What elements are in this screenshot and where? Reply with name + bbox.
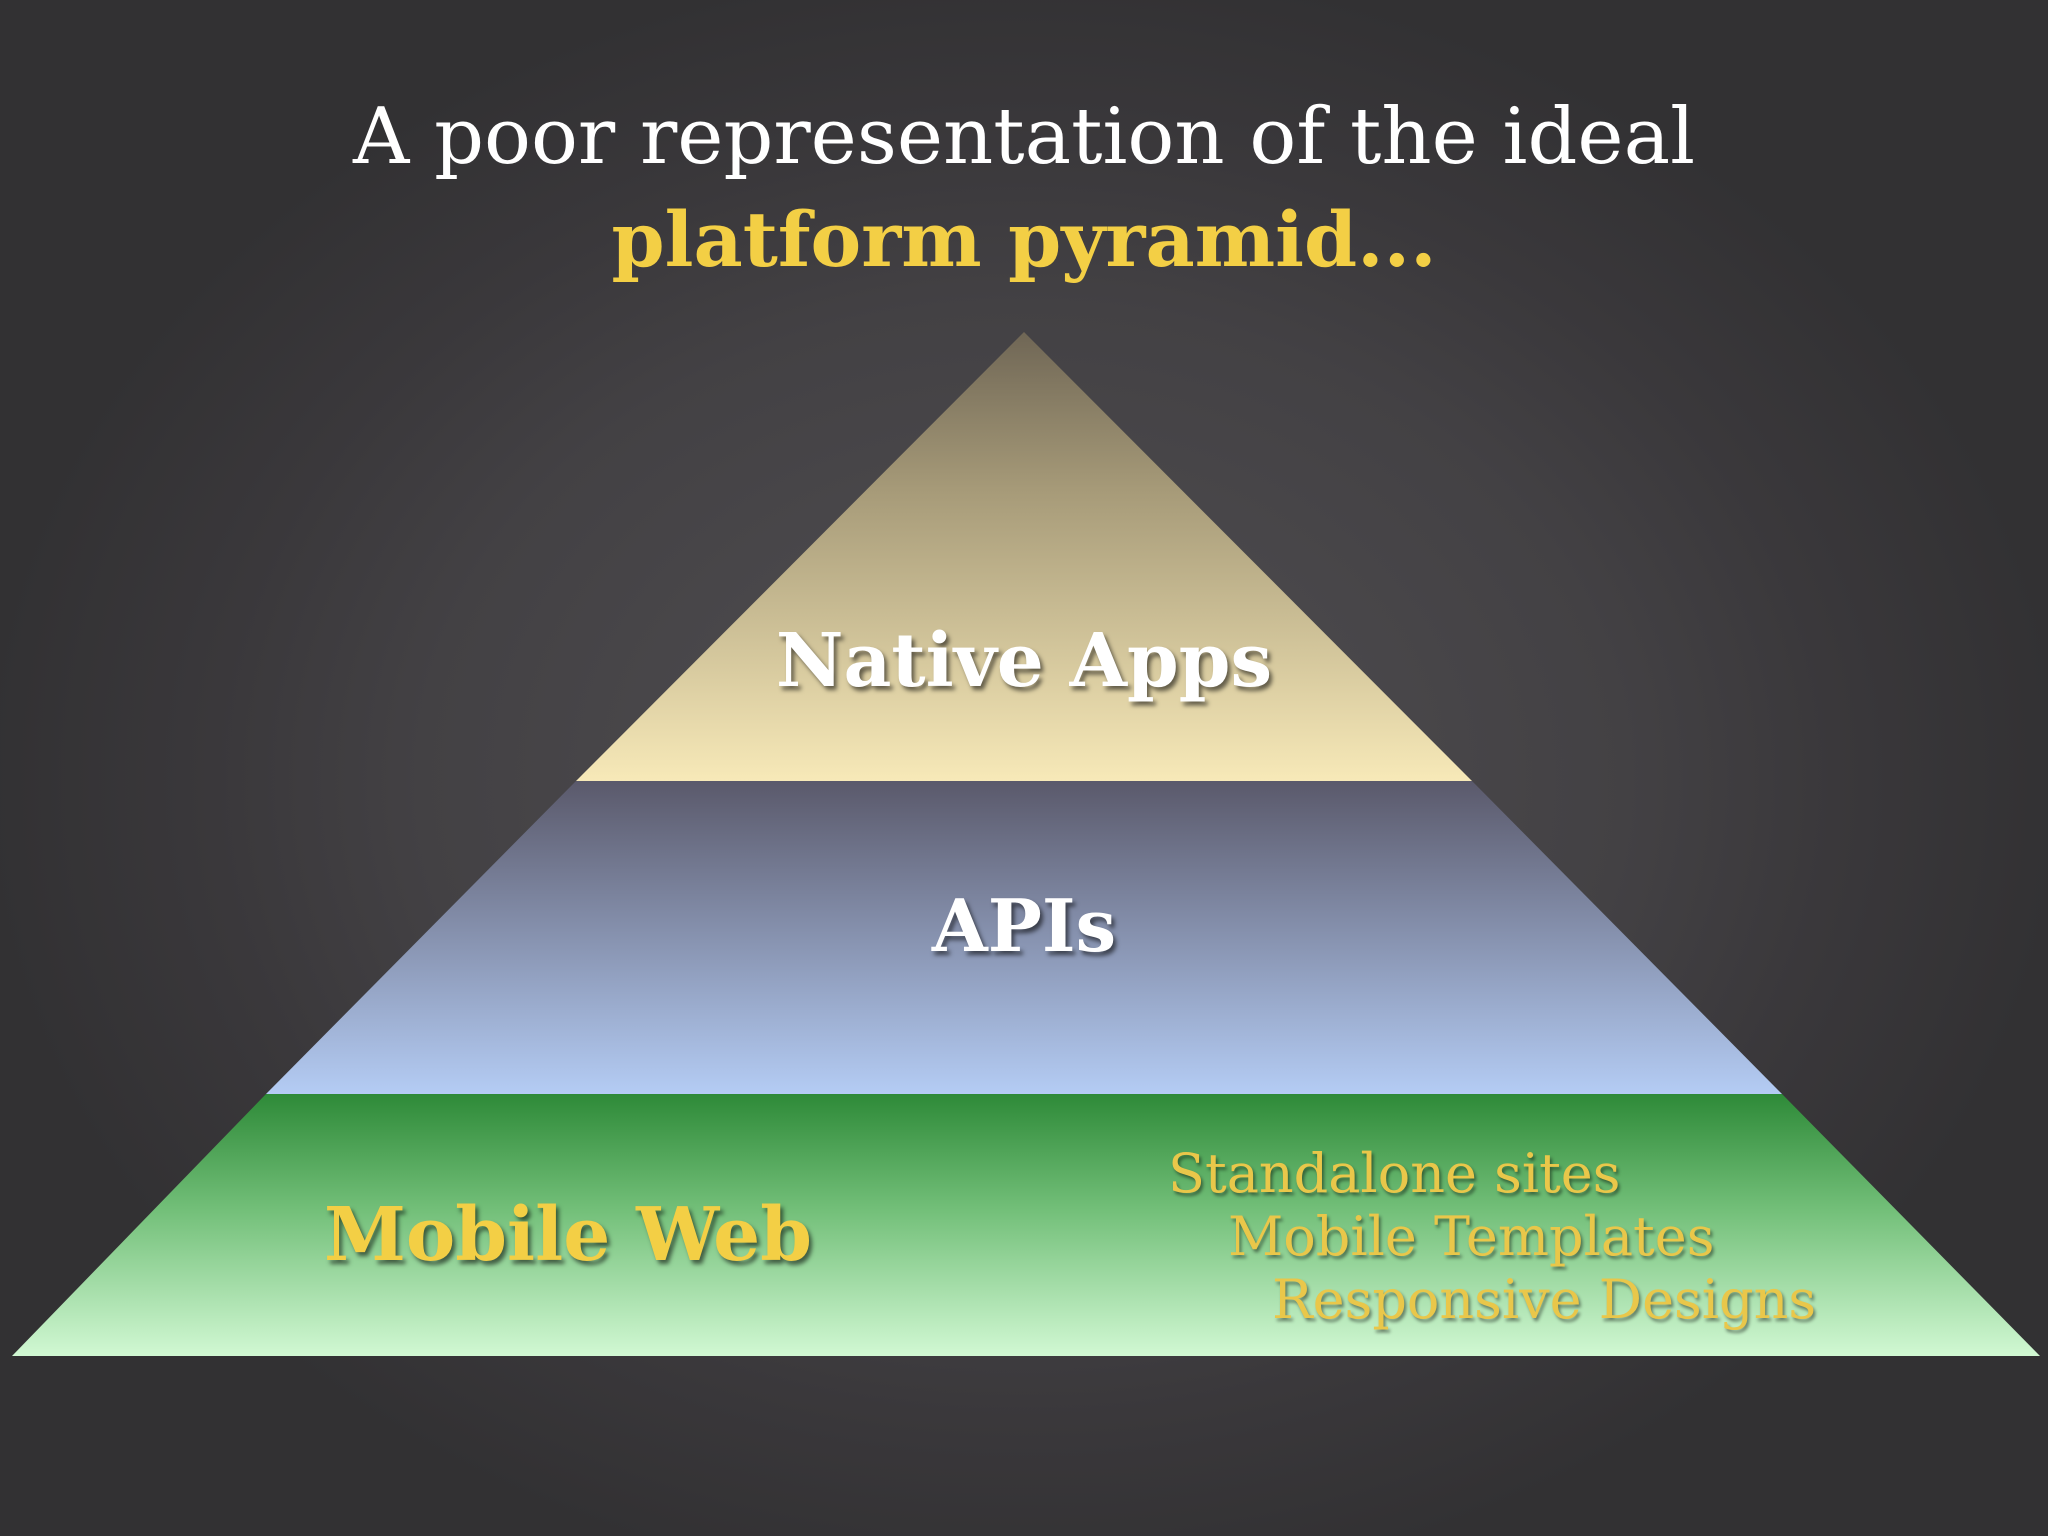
base-item-standalone-sites: Standalone sites [1168, 1142, 1621, 1205]
base-item-responsive-designs: Responsive Designs [1272, 1268, 1817, 1331]
tier-apis-label: APIs [931, 883, 1117, 968]
base-item-mobile-templates: Mobile Templates [1228, 1205, 1715, 1268]
tier-mid-shape [266, 781, 1782, 1094]
title-line-1: A poor representation of the ideal [352, 92, 1696, 182]
tier-mobile-web-label: Mobile Web [324, 1192, 812, 1278]
tier-native-apps-label: Native Apps [775, 618, 1273, 704]
title-line-2: platform pyramid... [611, 195, 1437, 284]
tier-base-shape [12, 1094, 2040, 1356]
tier-top-shape [576, 332, 1472, 781]
